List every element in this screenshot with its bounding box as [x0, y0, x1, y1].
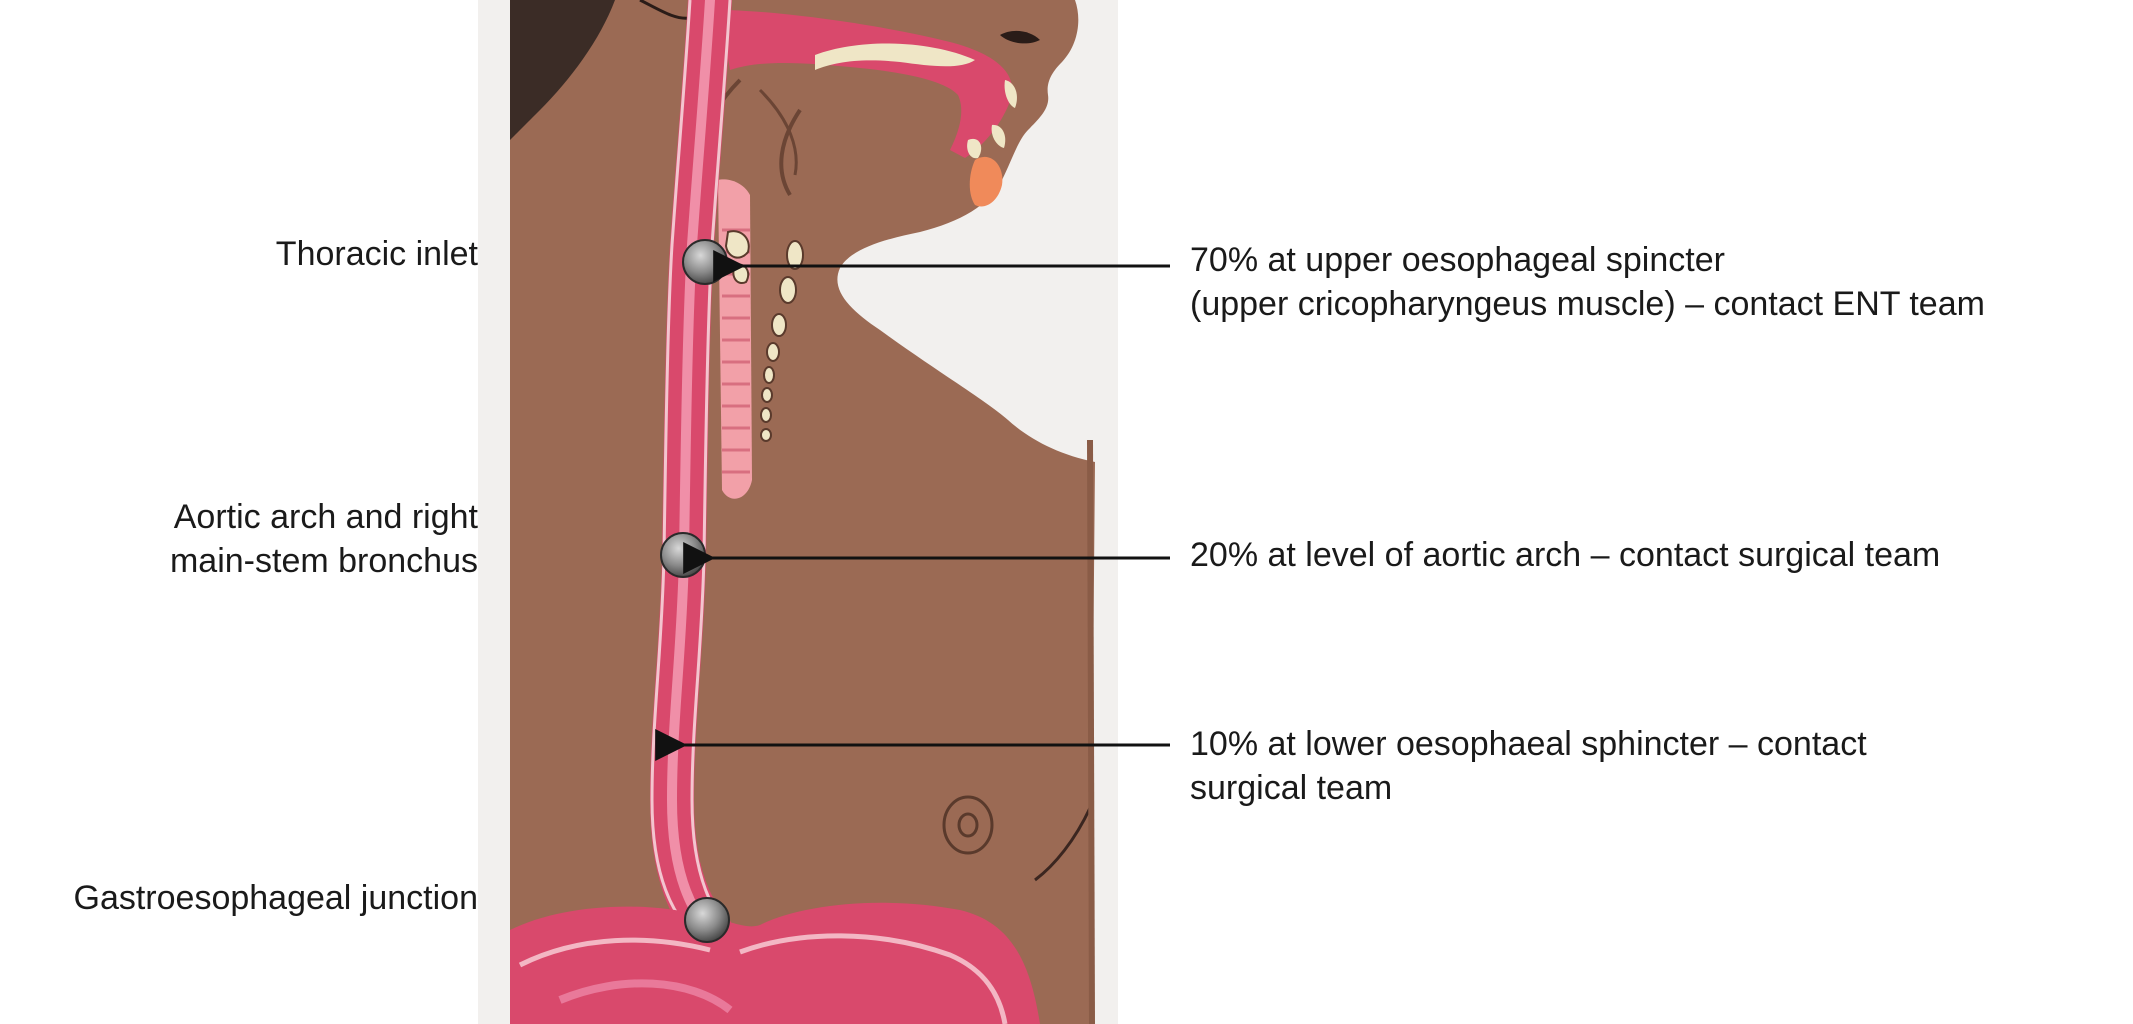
label-thoracic-inlet: Thoracic inlet [276, 232, 478, 276]
marker-thoracic-inlet [683, 240, 727, 284]
label-gastroesophageal-junction: Gastroesophageal junction [74, 876, 479, 920]
annotation-middle: 20% at level of aortic arch – contact su… [1190, 533, 1940, 577]
annotation-lower: 10% at lower oesophaeal sphincter – cont… [1190, 722, 1867, 810]
label-aortic-arch: Aortic arch and right main-stem bronchus [170, 495, 478, 583]
body-silhouette [510, 0, 1095, 1024]
marker-aortic-arch [661, 533, 705, 577]
neck-outline [1090, 440, 1092, 1024]
annotation-upper: 70% at upper oesophageal spincter (upper… [1190, 238, 1985, 326]
stomach [510, 903, 1040, 1024]
marker-gastroesophageal-junction [685, 898, 729, 942]
